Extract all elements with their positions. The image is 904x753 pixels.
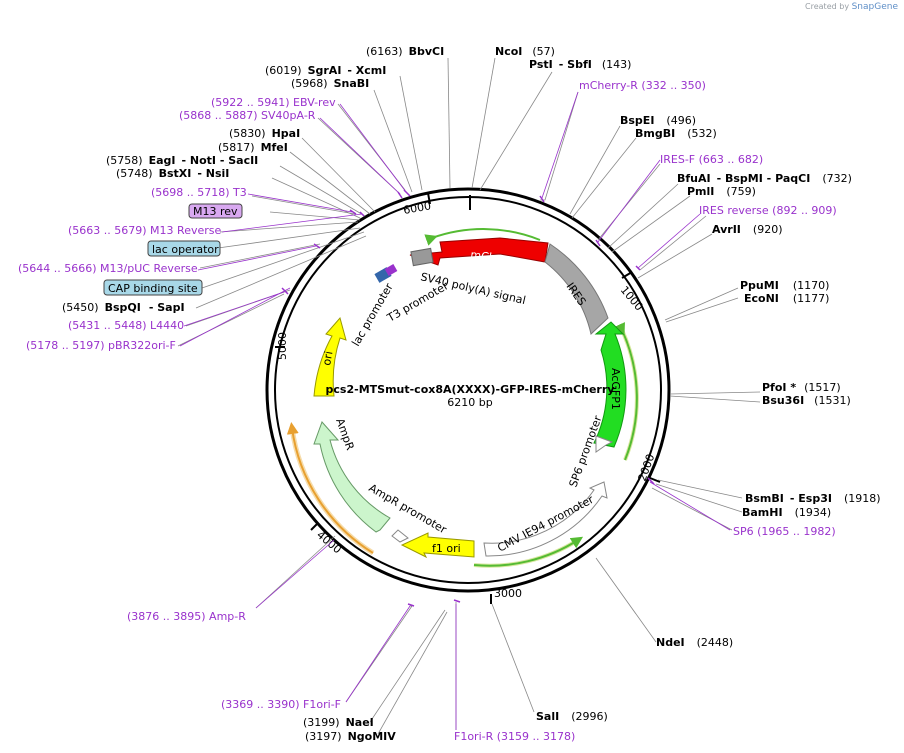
primer-ires-f[interactable]: IRES-F (663 .. 682) xyxy=(660,153,763,166)
box-cap-binding-site[interactable]: CAP binding site xyxy=(103,279,203,296)
tick-label-3000: 3000 xyxy=(494,587,522,600)
site-bspqi[interactable]: (5450)BspQI- SapI xyxy=(62,301,185,314)
primer-ires-reverse[interactable]: IRES reverse (892 .. 909) xyxy=(699,204,837,217)
orf-arc-bottom xyxy=(473,536,584,567)
backbone-outer xyxy=(265,187,671,593)
site-bmgbi[interactable]: BmgBI(532) xyxy=(635,127,717,140)
site-naei[interactable]: (3199)NaeI xyxy=(303,716,374,729)
orf-arc-ampr xyxy=(286,422,374,554)
site-sgrai[interactable]: (6019)SgrAI- XcmI xyxy=(265,64,386,77)
tick-1000 xyxy=(621,271,633,279)
site-ppumi[interactable]: PpuMI(1170) xyxy=(740,279,829,292)
feature-label-acgfp1: AcGFP1 xyxy=(609,368,622,410)
primer-t3[interactable]: (5698 .. 5718) T3 xyxy=(151,186,247,199)
feature-label-ampr: AmpR xyxy=(333,417,357,453)
orf-arc-top xyxy=(424,228,541,246)
created-by-watermark: Created by SnapGene xyxy=(805,2,898,12)
backbone-inner xyxy=(274,196,662,584)
box-lac-operator[interactable]: lac operator xyxy=(147,240,221,257)
site-avrii[interactable]: AvrII(920) xyxy=(712,223,783,236)
primer-labels: mCherry-R (332 .. 350) IRES-F (663 .. 68… xyxy=(18,79,837,743)
tick-label-4000: 4000 xyxy=(314,528,344,556)
tick-6000 xyxy=(427,192,431,205)
snapgene-logo: SnapGene xyxy=(851,2,898,12)
feature-f1-ori[interactable]: f1 ori xyxy=(400,532,475,559)
site-hpai[interactable]: (5830)HpaI xyxy=(229,127,300,140)
svg-text:CAP binding site: CAP binding site xyxy=(108,282,198,295)
primer-sv40pa-r[interactable]: (5868 .. 5887) SV40pA-R xyxy=(179,109,316,122)
feature-label-ori: ori xyxy=(320,350,335,366)
site-ndei[interactable]: NdeI(2448) xyxy=(656,636,733,649)
feature-label-f1-ori: f1 ori xyxy=(432,542,461,555)
feature-ampr[interactable]: AmpR xyxy=(313,417,391,533)
feature-label-sp6-promoter: SP6 promoter xyxy=(567,414,605,490)
tick-4000 xyxy=(310,522,319,531)
tick-marks xyxy=(275,192,661,604)
primer-ebv-rev[interactable]: (5922 .. 5941) EBV-rev xyxy=(211,96,336,109)
site-bamhi[interactable]: BamHI(1934) xyxy=(742,506,831,519)
site-econi[interactable]: EcoNI(1177) xyxy=(744,292,829,305)
feature-acgfp1[interactable]: AcGFP1 xyxy=(593,321,627,448)
orf-arc-right xyxy=(614,322,638,461)
feature-ori[interactable]: ori xyxy=(313,316,347,397)
plasmid-name: pcs2-MTSmut-cox8A(XXXX)-GFP-IRES-mCherry xyxy=(326,383,615,396)
feature-ires[interactable]: IRES xyxy=(544,243,609,335)
svg-text:M13 rev: M13 rev xyxy=(193,205,238,218)
lac-region-marks xyxy=(374,264,398,283)
primer-sp6[interactable]: SP6 (1965 .. 1982) xyxy=(733,525,836,538)
site-ngomiv[interactable]: (3197)NgoMIV xyxy=(305,730,396,743)
primer-l4440[interactable]: (5431 .. 5448) L4440 xyxy=(68,319,184,332)
created-by-label: Created by xyxy=(805,2,850,11)
primer-pbr322ori-f[interactable]: (5178 .. 5197) pBR322ori-F xyxy=(26,339,176,352)
site-mfei[interactable]: (5817)MfeI xyxy=(218,141,288,154)
svg-text:lac operator: lac operator xyxy=(152,243,219,256)
site-sali[interactable]: SalI(2996) xyxy=(536,710,608,723)
site-eagi[interactable]: (5758)EagI- NotI - SacII xyxy=(106,154,258,167)
plasmid-size: 6210 bp xyxy=(447,396,492,409)
primer-leaders xyxy=(179,91,731,730)
sv40-polya-box xyxy=(410,247,434,267)
tick-label-6000: 6000 xyxy=(402,199,432,217)
site-pfoi[interactable]: PfoI *(1517) xyxy=(762,381,841,394)
box-m13-rev[interactable]: M13 rev xyxy=(188,203,243,219)
boxed-labels: M13 rev lac operator CAP binding site xyxy=(103,203,243,296)
primer-m13-reverse[interactable]: (5663 .. 5679) M13 Reverse xyxy=(68,224,221,237)
site-psti[interactable]: PstI- SbfI(143) xyxy=(529,58,631,71)
site-bspei[interactable]: BspEI(496) xyxy=(620,114,696,127)
site-pmli[interactable]: PmlI(759) xyxy=(687,185,756,198)
restriction-sites: (6163)BbvCI NcoI(57) PstI- SbfI(143) (60… xyxy=(62,45,881,743)
leader-lines xyxy=(177,57,761,735)
primer-f1ori-f[interactable]: (3369 .. 3390) F1ori-F xyxy=(221,698,341,711)
tick-label-5000: 5000 xyxy=(276,332,289,360)
site-ncoi[interactable]: NcoI(57) xyxy=(495,45,555,58)
site-bfuai[interactable]: BfuAI- BspMI - PaqCI(732) xyxy=(677,172,852,185)
site-bsmbi[interactable]: BsmBI- Esp3I(1918) xyxy=(745,492,881,505)
primer-mcherry-r[interactable]: mCherry-R (332 .. 350) xyxy=(579,79,706,92)
site-bsu36i[interactable]: Bsu36I(1531) xyxy=(762,394,851,407)
primer-amp-r[interactable]: (3876 .. 3895) Amp-R xyxy=(127,610,246,623)
site-snabi[interactable]: (5968)SnaBI xyxy=(291,77,369,90)
tick-2000 xyxy=(649,477,661,483)
site-bstxi[interactable]: (5748)BstXI- NsiI xyxy=(116,167,229,180)
site-bbvci[interactable]: (6163)BbvCI xyxy=(366,45,444,58)
primer-m13-puc-reverse[interactable]: (5644 .. 5666) M13/pUC Reverse xyxy=(18,262,198,275)
primer-f1ori-r[interactable]: F1ori-R (3159 .. 3178) xyxy=(454,730,575,743)
feature-cmv-promoter[interactable]: CMV IE94 promoter xyxy=(483,481,608,557)
